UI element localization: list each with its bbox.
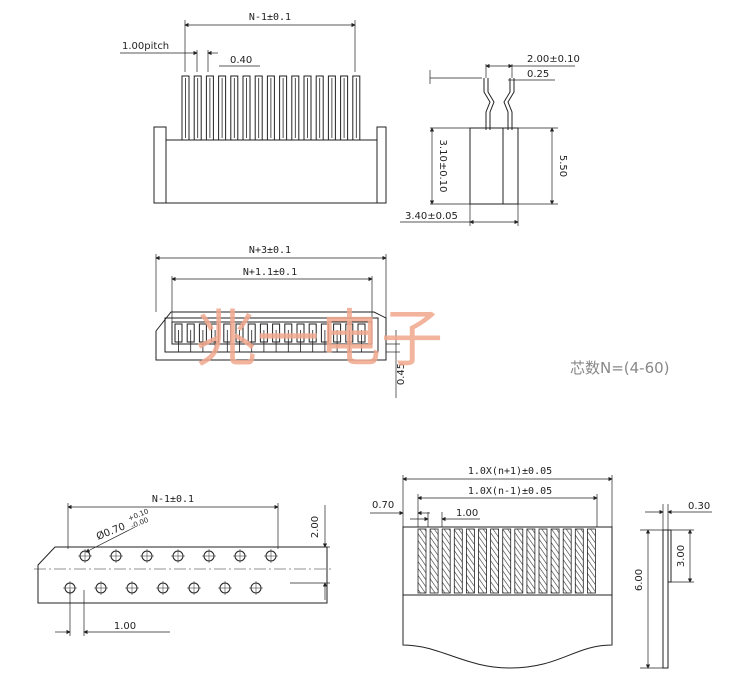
- finger: [538, 528, 548, 594]
- top-dim: 2.00±0.10: [527, 54, 580, 65]
- finger: [490, 528, 500, 594]
- finger: [465, 528, 475, 594]
- front-view: [120, 20, 387, 204]
- top-outer-dim: N+3±0.1: [249, 245, 291, 256]
- pcb-layout-view: [34, 503, 333, 636]
- top-pins: [174, 323, 366, 352]
- fpc-pitch-dim: 1.00: [456, 508, 478, 519]
- pin-count-note: 芯数N=(4-60): [570, 359, 670, 377]
- housing-outline: [153, 126, 387, 204]
- pin-width-dim: 0.40: [230, 55, 252, 66]
- depth-dim: 3.40±0.05: [405, 211, 458, 222]
- fpc-outline: [402, 526, 613, 669]
- front-width-dim: N-1±0.1: [249, 12, 291, 23]
- contact-dim: 0.25: [527, 69, 549, 80]
- finger: [550, 528, 560, 594]
- finger: [417, 528, 427, 594]
- stiffener-profile: [667, 529, 672, 583]
- thickness-dim: 0.30: [688, 501, 710, 512]
- finger: [574, 528, 584, 594]
- stiffener-dim: 3.00: [676, 545, 687, 567]
- fpc-profile: [662, 529, 669, 669]
- slot-dim: 0.45: [396, 363, 407, 385]
- finger: [441, 528, 451, 594]
- finger: [514, 528, 524, 594]
- height-dim: 3.10±0.10: [437, 140, 448, 193]
- fpc-outer-dim: 1.0X(n+1)±0.05: [468, 466, 552, 477]
- row-dim: 2.00: [310, 516, 321, 538]
- top-inner-dim: N+1.1±0.1: [243, 267, 297, 278]
- finger: [562, 528, 572, 594]
- pcb-outline: [37, 546, 328, 604]
- finger: [526, 528, 536, 594]
- finger: [453, 528, 463, 594]
- front-pins: [181, 75, 361, 141]
- fpc-inner-dim: 1.0X(n-1)±0.05: [468, 486, 552, 497]
- thickness-view: [640, 504, 712, 669]
- finger: [587, 528, 596, 594]
- finger: [429, 528, 439, 594]
- fpc-view: [370, 475, 613, 669]
- top-view: [155, 254, 400, 398]
- pitch-dim: 1.00pitch: [122, 41, 169, 52]
- fpc-fingers: [417, 528, 596, 594]
- side-housing: [469, 127, 519, 205]
- finger: [502, 528, 512, 594]
- pcb-pitch-dim: 1.00: [114, 621, 136, 632]
- finger: [478, 528, 487, 594]
- pcb-holes: [63, 549, 278, 595]
- length-dim: 6.00: [634, 569, 645, 591]
- fpc-edge-dim: 0.70: [372, 500, 394, 511]
- side-view: [400, 63, 575, 226]
- pcb-width-dim: N-1±0.1: [152, 494, 194, 505]
- watermark-logo: 兆一电子: [195, 302, 443, 375]
- total-height-dim: 5.50: [557, 155, 568, 177]
